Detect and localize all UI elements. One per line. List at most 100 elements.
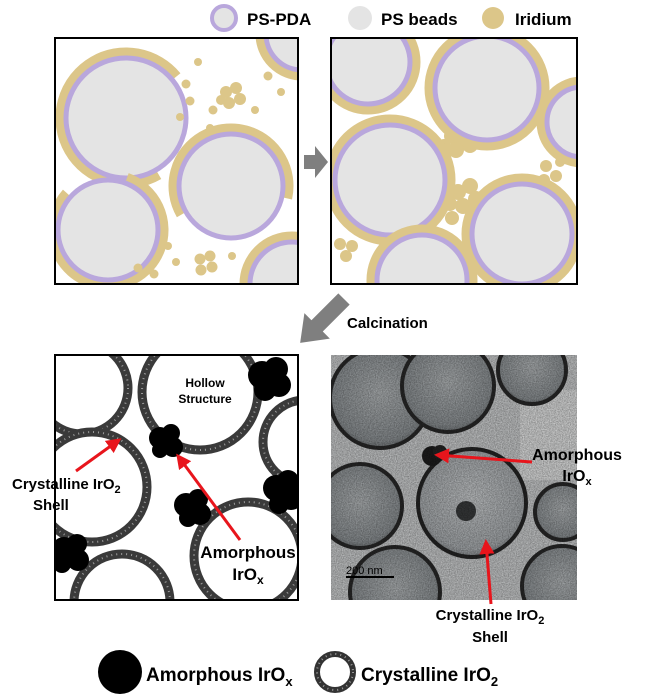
iridium-particle — [334, 238, 346, 250]
crystalline-shell — [55, 427, 152, 547]
pda-layer — [331, 38, 413, 107]
coated-bead — [331, 114, 456, 246]
legend-amorphous-text: Amorphous IrO — [146, 665, 285, 686]
pda-layer — [63, 55, 189, 181]
iridium-coating — [366, 224, 478, 284]
iridium-icon — [482, 7, 504, 29]
iridium-particle — [220, 86, 232, 98]
legend-label-ps-pda: PS-PDA — [247, 10, 311, 29]
tem-crystalline-label-line-1: Crystalline IrO2 — [436, 607, 545, 627]
tem-amorphous-label-text: IrO — [562, 468, 585, 485]
iridium-particle — [448, 142, 464, 158]
iridium-coating — [239, 231, 298, 284]
tem-amorphous-label-line-2: IrOx — [562, 468, 592, 488]
tem-grain-texture — [331, 355, 577, 600]
amorphous-irox-particle — [248, 357, 291, 401]
iridium-particle — [445, 211, 459, 225]
amorphous-blob-part — [269, 494, 289, 514]
iridium-coating — [424, 38, 550, 151]
iridium-particle — [194, 58, 202, 66]
scale-bar-label: 200 nm — [346, 565, 383, 577]
coated-bead — [366, 224, 478, 284]
amorphous-label-subscript: x — [257, 573, 264, 587]
coated-bead — [461, 173, 577, 284]
ps-bead — [472, 184, 572, 284]
coated-bead — [255, 38, 298, 81]
ps-bead — [435, 38, 539, 140]
tem-amorphous-label-subscript: x — [586, 476, 593, 488]
legend-amorphous-subscript: x — [285, 674, 293, 689]
ps-bead — [331, 38, 410, 104]
pda-layer — [469, 181, 575, 284]
panel-tem-micrograph: 200 nm Amorphous IrOx Crystalline IrO2 S… — [331, 355, 622, 646]
iridium-particle — [251, 106, 259, 114]
crystalline-iro2-shell — [258, 396, 298, 488]
pda-layer — [176, 131, 286, 241]
bottom-legend: Amorphous IrOx Crystalline IrO2 — [98, 650, 498, 694]
iridium-coating — [536, 76, 577, 168]
iridium-particle — [206, 124, 214, 132]
panel-1-frame — [54, 37, 299, 285]
coated-bead — [55, 47, 197, 189]
process-arrow-right — [304, 146, 328, 178]
iridium-particle — [230, 82, 242, 94]
iridium-particle — [263, 71, 273, 81]
panel-2-frame — [330, 37, 578, 285]
iridium-particle — [540, 160, 552, 172]
pda-layer — [432, 38, 542, 143]
pda-layer — [374, 232, 470, 284]
ps-bead — [66, 58, 186, 178]
hollow-label-line-1: Hollow — [185, 376, 225, 390]
crystalline-shell-label-line-2: Shell — [33, 497, 69, 514]
crystalline-shell-pointer-arrow — [75, 438, 122, 473]
coated-bead — [168, 123, 294, 249]
ps-bead — [547, 87, 577, 157]
crystalline-iro2-shell — [189, 497, 298, 600]
iridium-particle — [195, 264, 207, 276]
shell-texture — [55, 355, 129, 435]
calcination-arrow — [300, 293, 350, 343]
iridium-coating — [55, 47, 197, 189]
ps-bead — [179, 134, 283, 238]
coated-bead — [536, 76, 577, 168]
crystalline-label-subscript: 2 — [115, 484, 121, 496]
amorphous-pointer-arrow — [176, 453, 242, 541]
iridium-coating — [168, 123, 294, 249]
iridium-particle — [206, 261, 218, 273]
iridium-particle — [234, 93, 246, 105]
amorphous-irox-particle — [149, 424, 183, 458]
ps-bead — [250, 242, 298, 284]
iridium-particle — [164, 242, 172, 250]
pda-layer — [544, 84, 577, 160]
iridium-cluster — [216, 82, 246, 109]
pda-layer — [55, 177, 161, 283]
crystalline-shell-label: Crystalline IrO2 — [12, 476, 121, 496]
ps-pda-icon — [210, 4, 238, 32]
amorphous-label-line-2: IrOx — [232, 565, 264, 587]
pda-layer — [247, 239, 298, 284]
tem-crystalline-label-text: Crystalline IrO — [436, 607, 539, 624]
iridium-particles — [133, 58, 285, 279]
amorphous-blob-part — [152, 442, 168, 458]
amorphous-irox-icon — [98, 650, 142, 694]
legend-label-crystalline: Crystalline IrO2 — [361, 665, 498, 689]
ps-bead — [266, 38, 298, 70]
panel-ps-pda-iridium-mixing — [54, 37, 299, 285]
panel-hollow-structure-schematic: Hollow Structure Crystalline IrO2 Shell … — [12, 354, 299, 601]
iridium-particle — [462, 178, 478, 194]
tem-crystalline-pointer-arrow — [479, 539, 495, 605]
iridium-particle — [216, 95, 226, 105]
iridium-particle — [208, 105, 218, 115]
iridium-coating — [331, 38, 421, 115]
iridium-cluster — [334, 238, 358, 262]
shell-texture — [73, 553, 171, 600]
legend-crystalline-text: Crystalline IrO — [361, 665, 491, 686]
coated-bead — [331, 38, 421, 115]
amorphous-blob-part — [67, 549, 89, 571]
iridium-particle — [340, 250, 352, 262]
amorphous-label-text: IrO — [232, 565, 257, 584]
iridium-coating — [461, 173, 577, 284]
iridium-cluster — [194, 250, 218, 276]
amorphous-blob-part — [67, 534, 87, 554]
